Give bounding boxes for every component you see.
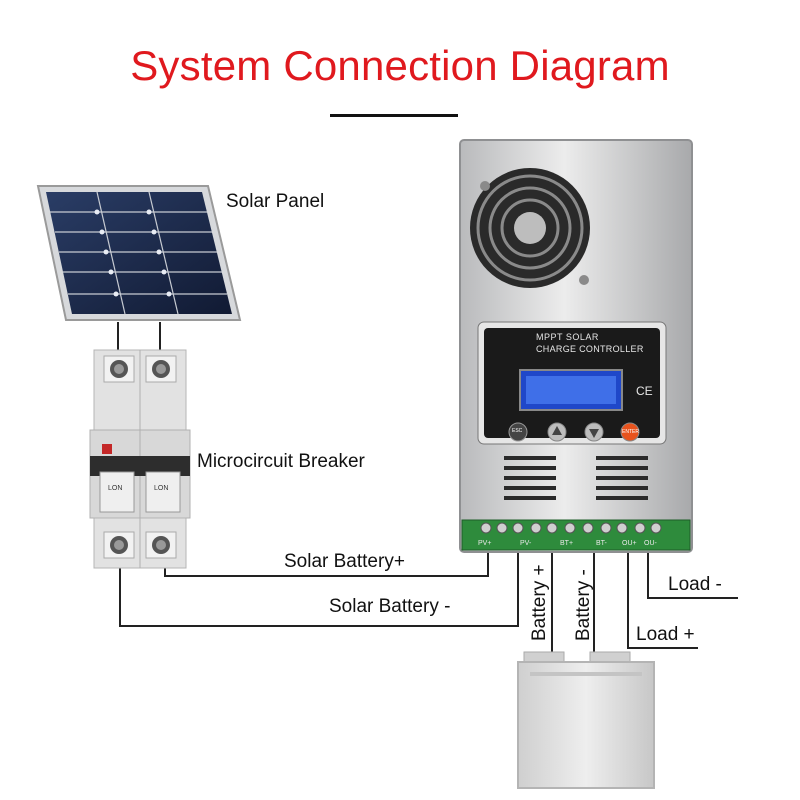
charge-controller	[459, 139, 693, 553]
terminal-label-bt-minus: BT-	[596, 540, 607, 547]
terminal-label-bt-plus: BT+	[560, 540, 574, 547]
breaker-label: Microcircuit Breaker	[197, 451, 365, 472]
esc-label: ESC	[512, 428, 523, 434]
solar-panel	[36, 185, 242, 321]
controller-label-line1: MPPT SOLAR	[536, 332, 599, 342]
enter-label: ENTER	[622, 429, 639, 435]
ce-mark: CE	[636, 384, 653, 398]
title-underline	[330, 114, 458, 117]
enter-button	[620, 422, 640, 442]
solar-battery-minus-label: Solar Battery -	[329, 596, 451, 617]
battery	[517, 651, 655, 789]
terminal-label-ou-minus: OU-	[644, 540, 657, 547]
controller-label-line2: CHARGE CONTROLLER	[536, 344, 644, 354]
solar-battery-plus-label: Solar Battery+	[284, 551, 405, 572]
wiring	[117, 322, 738, 652]
load-plus-wire	[627, 540, 698, 649]
breaker-switch-label-left: LON	[108, 485, 123, 492]
terminal-label-pv-minus: PV-	[520, 540, 532, 547]
solar-battery-minus-wire	[119, 540, 519, 627]
terminal-label-ou-plus: OU+	[622, 540, 637, 547]
breaker-switch-label-right: LON	[154, 485, 169, 492]
load-plus-label: Load +	[636, 624, 695, 645]
circuit-breaker	[89, 349, 191, 569]
load-minus-wire	[647, 540, 738, 599]
solar-panel-label: Solar Panel	[226, 191, 325, 212]
diagram-title: System Connection Diagram	[130, 42, 670, 89]
load-minus-label: Load -	[668, 574, 722, 595]
esc-button	[508, 422, 528, 442]
battery-plus-label: Battery +	[529, 564, 550, 641]
solar-battery-plus-wire	[164, 540, 489, 577]
terminal-label-pv-plus: PV+	[478, 540, 492, 547]
battery-minus-label: Battery -	[573, 569, 594, 641]
